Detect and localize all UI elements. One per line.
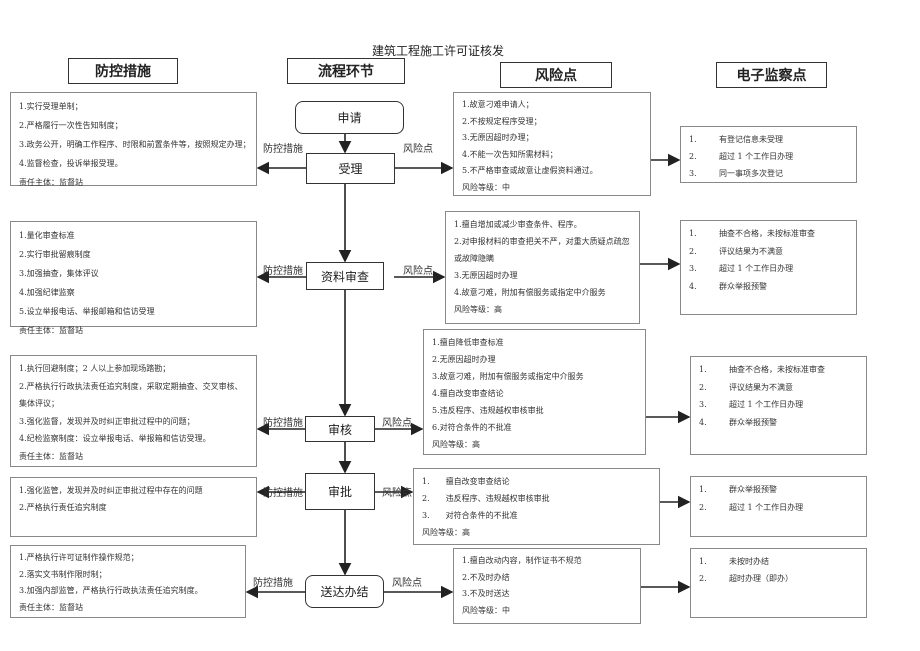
- monitor-box-document-review: 1.抽查不合格，未按标准审查 2.评议结果为不满意 3.超过 1 个工作日办理 …: [680, 220, 857, 315]
- risk-box-document-review: 1.擅自增加或减少审查条件、程序。2.对申报材料的审查把关不严，对重大质疑点疏忽…: [445, 211, 640, 324]
- prevention-box-accept: 1.实行受理单制；2.严格履行一次性告知制度；3.政务公开，明确工作程序、时限和…: [10, 92, 257, 187]
- label-prevention: 防控措施: [263, 266, 303, 277]
- label-risk: 风险点: [403, 266, 433, 277]
- step-approve: 审批: [305, 473, 375, 510]
- monitor-box-accept: 1.有登记信息未受理 2.超过 1 个工作日办理 3.同一事项多次登记: [680, 126, 857, 183]
- header-prevention: 防控措施: [68, 58, 178, 84]
- step-audit: 审核: [305, 416, 375, 442]
- header-risk: 风险点: [500, 62, 612, 88]
- monitor-box-approve: 1.群众举报预警 2.超过 1 个工作日办理: [690, 476, 867, 537]
- header-monitor: 电子监察点: [716, 62, 827, 88]
- step-accept: 受理: [306, 153, 395, 184]
- monitor-box-audit: 1.抽查不合格，未按标准审查 2.评议结果为不满意 3.超过 1 个工作日办理 …: [690, 356, 867, 455]
- step-apply: 申请: [295, 101, 404, 134]
- label-risk: 风险点: [403, 144, 433, 155]
- label-prevention: 防控措施: [263, 488, 303, 499]
- label-prevention: 防控措施: [253, 578, 293, 589]
- label-prevention: 防控措施: [263, 144, 303, 155]
- prevention-box-deliver: 1.严格执行许可证制作操作规范；2.落实文书制作限时制；3.加强内部监管，严格执…: [10, 545, 246, 618]
- monitor-box-deliver: 1.未按时办结 2.超时办理（即办）: [690, 548, 867, 618]
- label-prevention: 防控措施: [263, 418, 303, 429]
- page-title: 建筑工程施工许可证核发: [371, 44, 504, 58]
- step-deliver: 送达办结: [305, 575, 384, 608]
- header-process: 流程环节: [287, 58, 405, 84]
- label-risk: 风险点: [382, 418, 412, 429]
- label-risk: 风险点: [382, 488, 412, 499]
- step-document-review: 资料审查: [306, 262, 384, 290]
- label-risk: 风险点: [392, 578, 422, 589]
- risk-box-accept: 1.故意刁难申请人；2.不按规定程序受理；3.无原因超时办理；4.不能一次告知所…: [453, 92, 651, 196]
- prevention-box-audit: 1.执行回避制度；2 人以上参加现场踏勘；2.严格执行行政执法责任追究制度，采取…: [10, 355, 257, 467]
